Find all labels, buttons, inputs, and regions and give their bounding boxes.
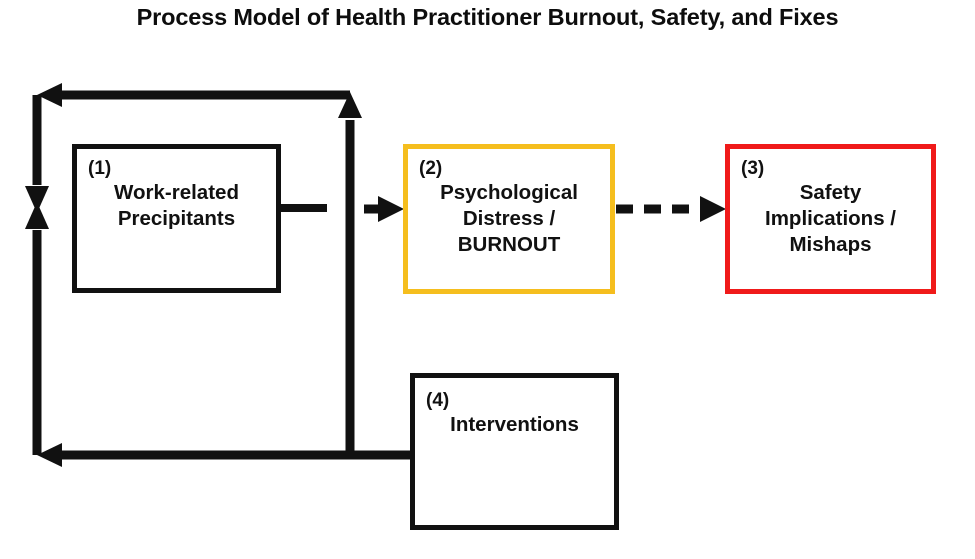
node-2-label: Psychological Distress / BURNOUT bbox=[440, 180, 578, 257]
node-psychological-distress-burnout[interactable]: (2) Psychological Distress / BURNOUT bbox=[403, 144, 615, 294]
arrowhead-right-to-node3 bbox=[700, 196, 726, 222]
node-3-tag: (3) bbox=[741, 158, 765, 179]
node-4-tag: (4) bbox=[426, 390, 450, 411]
page-title: Process Model of Health Practitioner Bur… bbox=[136, 4, 839, 30]
node-1-label: Work-related Precipitants bbox=[114, 180, 239, 231]
arrowhead-up-midleft bbox=[25, 202, 49, 229]
node-interventions[interactable]: (4) Interventions bbox=[410, 373, 619, 530]
connector-precipitants-to-burnout bbox=[364, 196, 404, 222]
node-4-label: Interventions bbox=[450, 412, 579, 436]
node-1-tag: (1) bbox=[88, 158, 112, 179]
arrowhead-up-riser bbox=[338, 92, 362, 118]
node-3-label: Safety Implications / Mishaps bbox=[765, 180, 896, 257]
arrowhead-right-to-node2 bbox=[378, 196, 404, 222]
node-work-related-precipitants[interactable]: (1) Work-related Precipitants bbox=[72, 144, 281, 293]
node-2-tag: (2) bbox=[419, 158, 443, 179]
node-safety-implications-mishaps[interactable]: (3) Safety Implications / Mishaps bbox=[725, 144, 936, 294]
connector-burnout-to-safety bbox=[616, 196, 726, 222]
connector-feedback-loop-top bbox=[25, 83, 362, 455]
arrowhead-left-top bbox=[37, 83, 62, 107]
connector-interventions-feedback bbox=[37, 443, 410, 467]
arrowhead-down-midleft bbox=[25, 186, 49, 213]
arrowhead-left-bottom bbox=[37, 443, 62, 467]
